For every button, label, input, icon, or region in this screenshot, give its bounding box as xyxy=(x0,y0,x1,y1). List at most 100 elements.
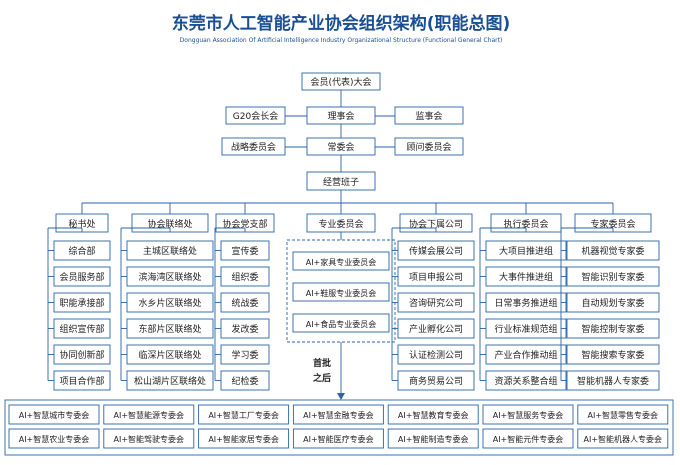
item-box xyxy=(566,240,660,261)
column-item: 项目申报公司 xyxy=(409,271,463,283)
column-item: 智能控制专家委 xyxy=(581,323,644,335)
supervisory-node: 监事会 xyxy=(394,106,464,125)
column-item: 组织委 xyxy=(231,271,258,283)
column-item: 机器视觉专家委 xyxy=(581,245,644,257)
item-box xyxy=(126,292,214,313)
item-box xyxy=(566,370,660,391)
future-committee-box xyxy=(292,404,384,425)
column-item: 传媒会展公司 xyxy=(409,245,463,257)
column-item: 发改委 xyxy=(231,323,258,335)
column-5: 执行委员会大项目推进组大事件推进组日常事务推进组行业标准规范组产业合作推动组资源… xyxy=(479,203,567,391)
column-item: 智能搜索专家委 xyxy=(581,349,644,361)
column-item: 职能承接部 xyxy=(59,297,104,309)
standing-node: 常委会 xyxy=(306,137,376,156)
future-committee-box xyxy=(482,404,574,425)
chart-title: 东莞市人工智能产业协会组织架构(职能总图) xyxy=(172,13,511,34)
advisory-node: 顾问委员会 xyxy=(394,137,464,156)
future-committee-box xyxy=(198,428,290,449)
strategy-node: 战略委员会 xyxy=(221,137,286,156)
management-node: 经营班子 xyxy=(306,171,376,191)
future-committee-item: AI+智慧教育专委会 xyxy=(398,410,469,420)
future-committee-item: AI+智慧城市专委会 xyxy=(19,410,90,420)
future-committee-box xyxy=(292,428,384,449)
column-item: 会员服务部 xyxy=(59,271,104,283)
future-committee-item: AI+智慧服务专委会 xyxy=(493,410,564,420)
management-label: 经营班子 xyxy=(323,176,359,188)
item-box xyxy=(53,266,111,287)
supervisory-label: 监事会 xyxy=(415,110,442,122)
top-connectors xyxy=(82,90,613,204)
future-committee-item: AI+智慧零售专委会 xyxy=(588,410,659,420)
column-header: 协会下属公司 xyxy=(409,218,463,230)
note-first-batch: 首批 xyxy=(313,357,331,369)
item-box xyxy=(566,318,660,339)
committee-item: AI+家具专业委员会 xyxy=(306,257,377,267)
advisory-label: 顾问委员会 xyxy=(406,141,451,153)
column-item: 纪检委 xyxy=(231,375,258,387)
column-item: 大项目推进组 xyxy=(499,245,553,257)
item-box xyxy=(220,266,270,287)
item-box xyxy=(126,266,214,287)
future-committee-item: AI+智能驾驶专委会 xyxy=(114,434,185,444)
future-committee-item: AI+智能制造专委会 xyxy=(398,434,469,444)
column-item: 产业孵化公司 xyxy=(409,323,463,335)
committee-box xyxy=(292,313,390,333)
item-box xyxy=(220,318,270,339)
column-item: 宣传委 xyxy=(231,245,258,257)
future-committee-item: AI+智慧金融专委会 xyxy=(303,410,374,420)
committee-item: AI+食品专业委员会 xyxy=(306,319,377,329)
item-box xyxy=(53,292,111,313)
item-box xyxy=(220,240,270,261)
column-item: 商务贸易公司 xyxy=(409,375,463,387)
column-item: 学习委 xyxy=(231,349,258,361)
column-item: 认证检测公司 xyxy=(409,349,463,361)
future-committee-item: AI+智能医疗专委会 xyxy=(303,434,374,444)
column-item: 统战委 xyxy=(231,297,258,309)
column-header: 专家委员会 xyxy=(590,218,635,230)
item-box xyxy=(126,344,214,365)
council-label: 理事会 xyxy=(327,110,354,122)
standing-label: 常委会 xyxy=(327,141,354,153)
item-box xyxy=(126,370,214,391)
item-box xyxy=(53,240,111,261)
column-item: 临深片区联络处 xyxy=(138,349,201,361)
column-item: 产业合作推动组 xyxy=(494,349,557,361)
column-item: 咨询研究公司 xyxy=(409,297,463,309)
column-item: 行业标准规范组 xyxy=(494,323,557,335)
item-box xyxy=(397,318,475,339)
item-box xyxy=(397,344,475,365)
future-committee-box xyxy=(387,404,479,425)
column-item: 项目合作部 xyxy=(59,375,104,387)
column-item: 综合部 xyxy=(68,245,95,257)
committee-box xyxy=(292,282,390,302)
committee-item: AI+鞋服专业委员会 xyxy=(306,288,377,298)
future-committee-box xyxy=(577,404,669,425)
future-committee-box xyxy=(482,428,574,449)
future-committees: AI+智慧城市专委会 AI+智慧能源专委会 AI+智慧工厂专委会 AI+智慧金融专委会… xyxy=(4,399,674,456)
column-header: 执行委员会 xyxy=(503,218,548,230)
item-box xyxy=(126,240,214,261)
column-header: 协会党支部 xyxy=(222,218,267,230)
column-header: 秘书处 xyxy=(68,218,95,230)
column-item: 滨海湾区联络处 xyxy=(138,271,201,283)
column-item: 主城区联络处 xyxy=(143,245,197,257)
column-item: 东部片区联络处 xyxy=(138,323,201,335)
strategy-label: 战略委员会 xyxy=(231,141,276,153)
item-box xyxy=(53,370,111,391)
future-committee-item: AI+智慧能源专委会 xyxy=(114,410,185,420)
item-box xyxy=(397,370,475,391)
future-committee-box xyxy=(8,404,100,425)
item-box xyxy=(220,344,270,365)
column-item: 资源关系整合组 xyxy=(494,375,557,387)
column-item: 智能机器人专家委 xyxy=(577,375,649,387)
future-committee-box xyxy=(8,428,100,449)
column-header: 专业委员会 xyxy=(318,218,363,230)
future-committee-box xyxy=(103,428,195,449)
g20-label: G20会长会 xyxy=(233,110,278,122)
future-committee-item: AI+智慧工厂专委会 xyxy=(208,410,279,420)
column-6: 专家委员会机器视觉专家委智能识别专家委自动规划专家委智能控制专家委智能搜索专家委… xyxy=(560,203,660,391)
future-committee-item: AI+智能机器人专委会 xyxy=(584,434,663,444)
item-box xyxy=(53,344,111,365)
